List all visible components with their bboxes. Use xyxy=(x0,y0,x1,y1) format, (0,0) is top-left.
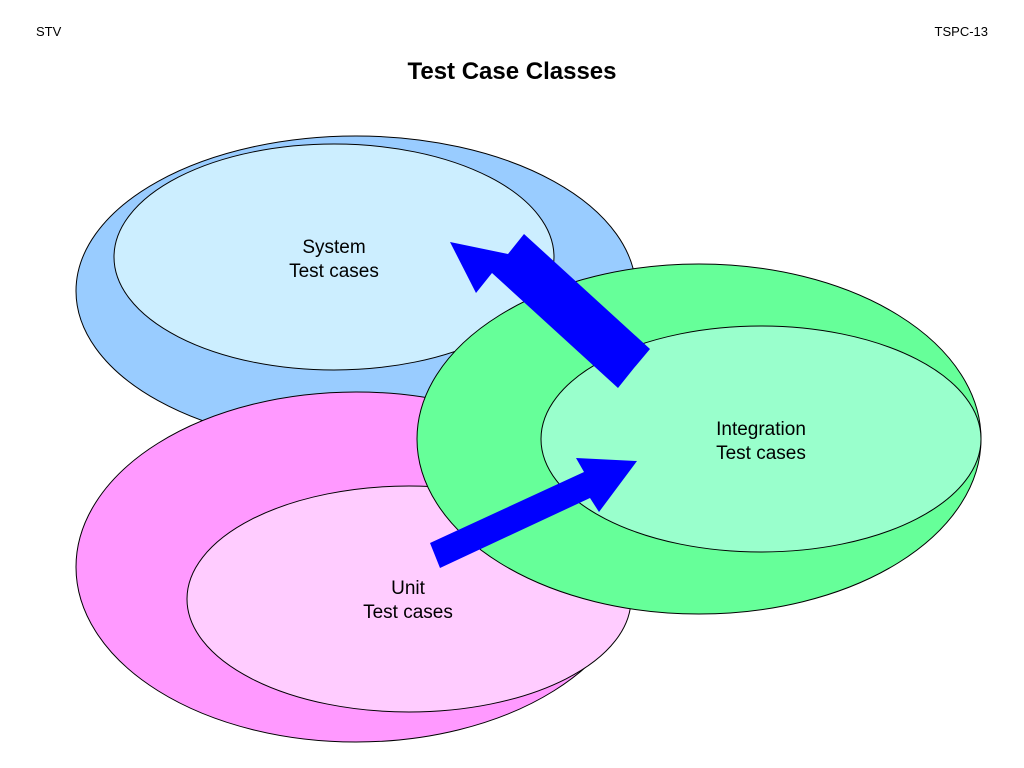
system-label-line1: System xyxy=(302,237,365,258)
header-left-label: STV xyxy=(36,24,62,39)
integration-label-line1: Integration xyxy=(716,419,806,440)
unit-label-line1: Unit xyxy=(391,578,426,599)
unit-label-line2: Test cases xyxy=(363,602,453,623)
integration-to-system-arrow xyxy=(450,234,650,388)
slide-title: Test Case Classes xyxy=(407,58,617,85)
unit-to-integration-arrow xyxy=(430,458,637,568)
integration-label-line2: Test cases xyxy=(716,443,806,464)
integration-inner-ellipse xyxy=(540,325,982,553)
system-label-line2: Test cases xyxy=(289,261,379,282)
header-right-label: TSPC-13 xyxy=(934,24,988,39)
system-inner-ellipse xyxy=(113,143,555,371)
